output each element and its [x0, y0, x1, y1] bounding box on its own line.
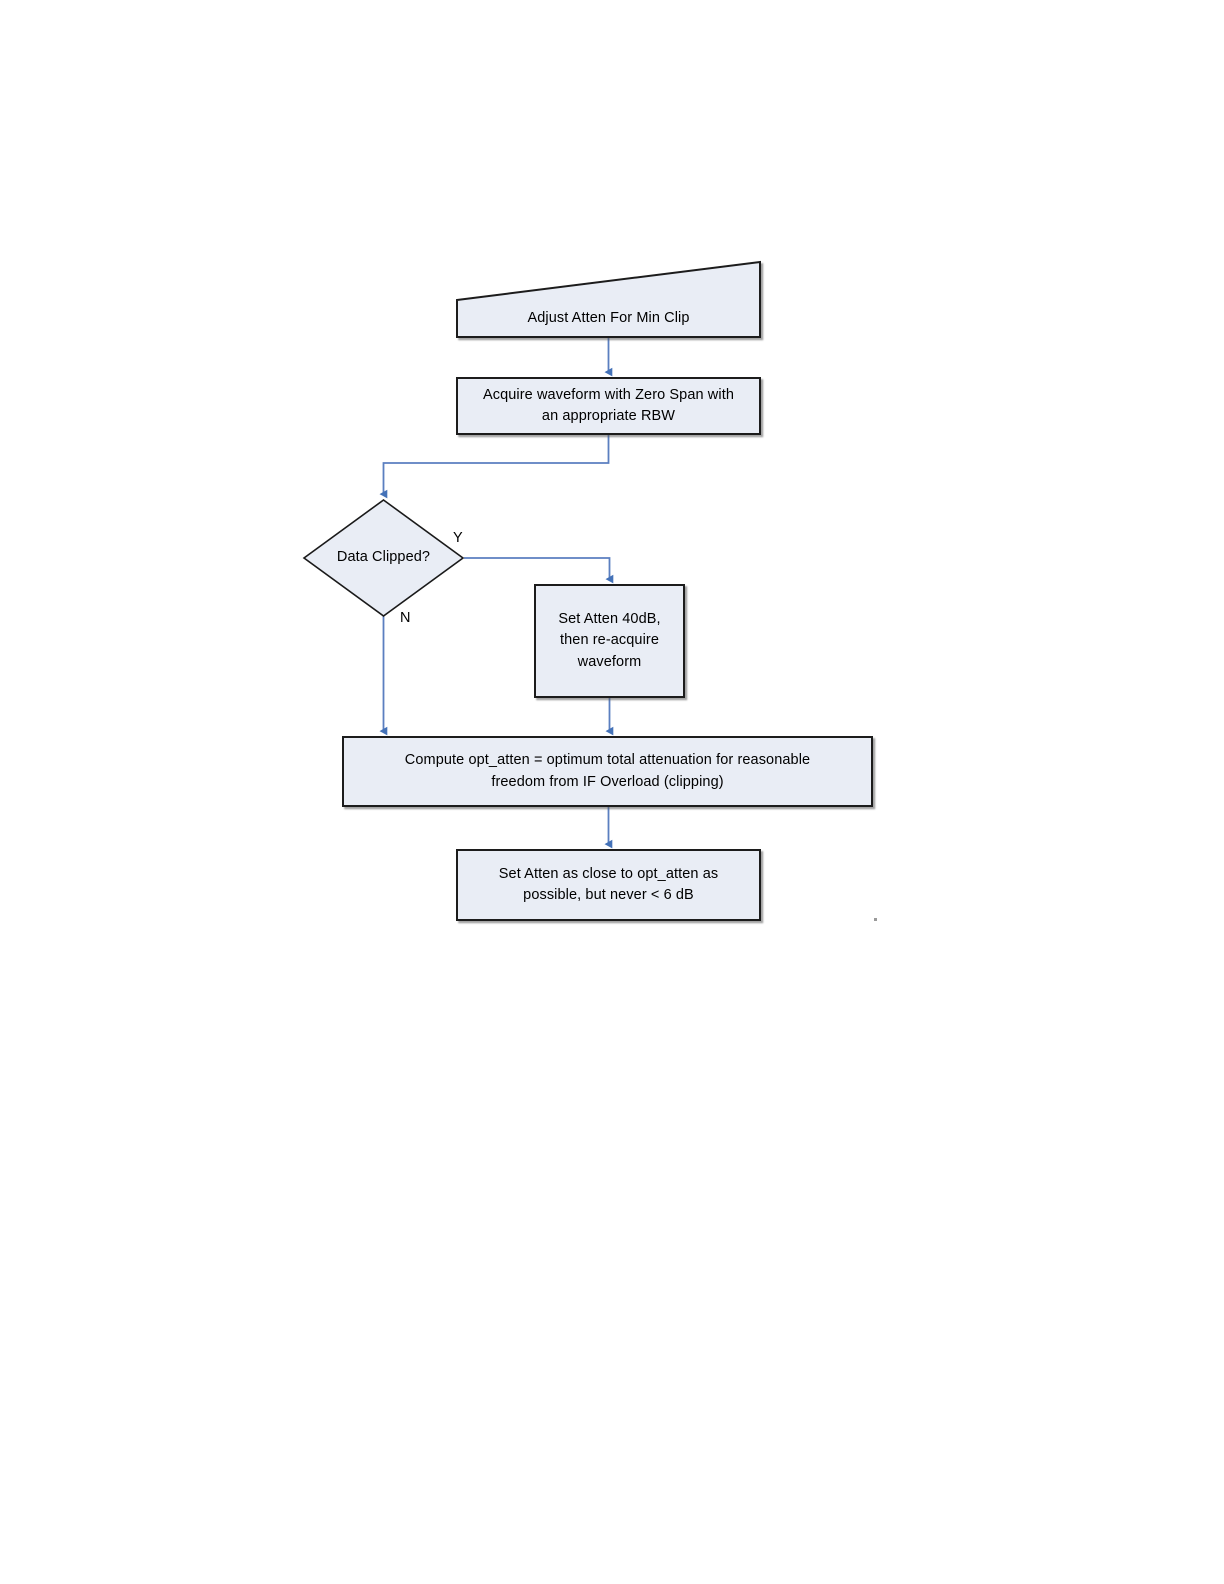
node-set-atten-40db-shape: [534, 584, 685, 698]
connector-acquire-to-decision: [379, 434, 610, 499]
node-adjust-atten-shape: [456, 260, 761, 338]
node-compute-opt-atten-shape: [342, 736, 873, 807]
node-acquire-waveform-shape: [456, 377, 761, 435]
node-set-atten-close-shape: [456, 849, 761, 921]
connector-layer: [379, 337, 614, 849]
connector-decision-yes-to-set-atten-40db: [464, 557, 614, 584]
branch-label-no: N: [400, 610, 411, 626]
branch-label-yes: Y: [453, 530, 463, 546]
stray-dot-artifact: [874, 918, 877, 921]
node-data-clipped-shape: [302, 499, 465, 617]
